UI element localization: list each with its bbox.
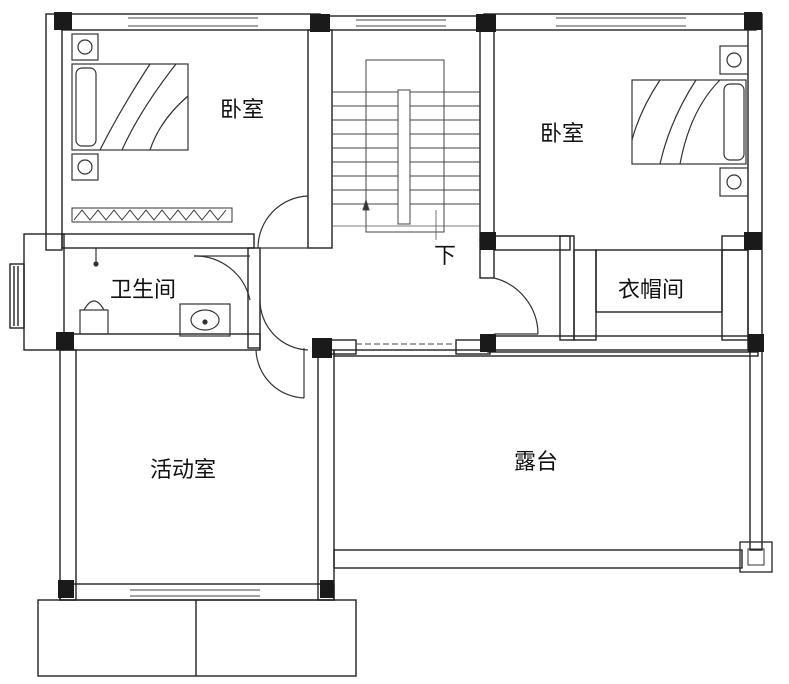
- columns: [54, 12, 764, 598]
- staircase: [332, 59, 480, 233]
- windows: [128, 17, 686, 597]
- bedroom-right-label: 卧室: [540, 122, 585, 147]
- walls: [9, 13, 763, 677]
- cloakroom-label: 衣帽间: [618, 278, 685, 303]
- wardrobe: [71, 207, 233, 223]
- guide-lines: [332, 210, 480, 240]
- bathroom-label: 卫生间: [110, 278, 177, 303]
- bathroom-fixtures: [79, 248, 231, 337]
- bedroom-left-label: 卧室: [220, 98, 265, 123]
- activity-room-label: 活动室: [150, 458, 217, 483]
- doors: [193, 195, 539, 399]
- terrace-corner-post: [739, 541, 773, 573]
- bed-left: [71, 33, 189, 181]
- terrace-label: 露台: [514, 450, 559, 475]
- stair-down-label: 下: [434, 244, 457, 269]
- bed-right: [631, 45, 749, 197]
